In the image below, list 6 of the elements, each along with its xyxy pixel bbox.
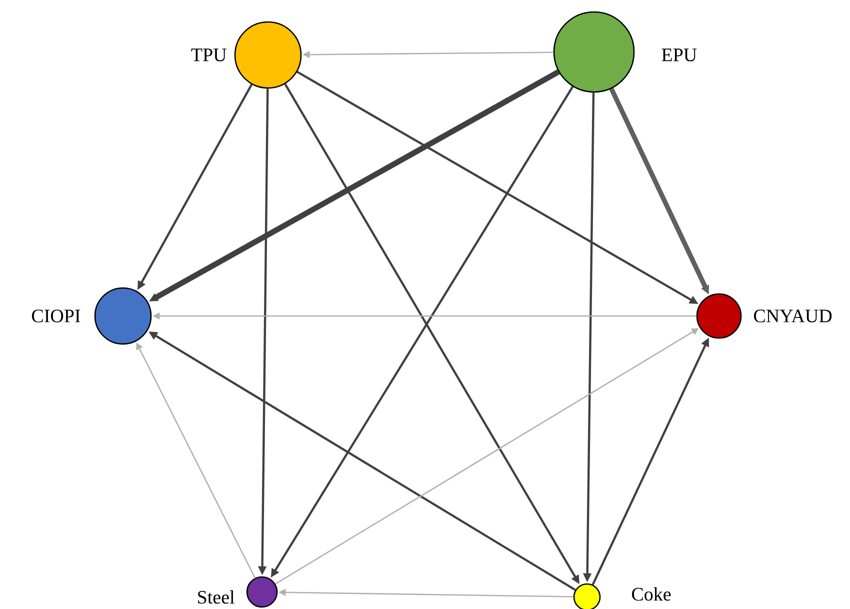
node-label: CNYAUD <box>754 310 832 322</box>
node-label: Steel <box>198 590 234 604</box>
node-label: TPU <box>191 48 226 62</box>
node-label: Coke <box>632 587 671 601</box>
node-label: CIOPI <box>32 310 80 322</box>
node-label: EPU <box>662 48 697 62</box>
